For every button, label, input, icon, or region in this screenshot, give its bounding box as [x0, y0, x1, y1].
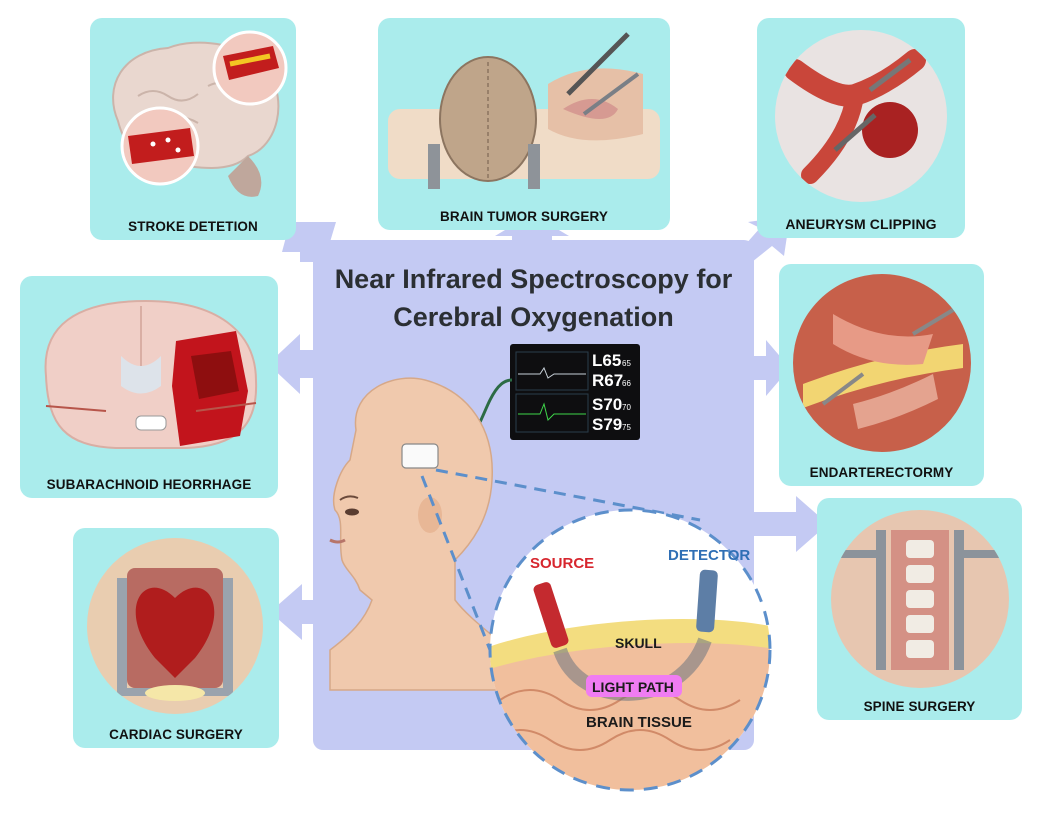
tissue-inset: SOURCE DETECTOR SKULL LIGHT PATH BRAIN T…	[488, 508, 772, 792]
tumor-surgery-illustration	[388, 32, 660, 189]
monitor-l-value: L65	[592, 351, 621, 370]
card-aneurysm-label: ANEURYSM CLIPPING	[785, 216, 937, 232]
card-stroke-label: STROKE DETETION	[128, 219, 258, 234]
diagram-title: Near Infrared Spectroscopy for Cerebral …	[313, 260, 754, 336]
detector-label: DETECTOR	[668, 547, 750, 564]
brain-tissue-label: BRAIN TISSUE	[586, 714, 692, 731]
monitor-l-sub: 65	[622, 359, 631, 368]
card-cardiac-label: CARDIAC SURGERY	[109, 727, 243, 742]
arrow-to-spine	[754, 496, 828, 552]
monitor-s2-value: S79	[592, 415, 622, 434]
card-cardiac-surgery: CARDIAC SURGERY	[73, 528, 279, 748]
detector-probe	[696, 569, 718, 633]
light-path-label: LIGHT PATH	[592, 679, 674, 695]
subarachnoid-brain-illustration	[44, 299, 258, 449]
arrow-to-endarterectomy	[754, 340, 790, 396]
source-label: SOURCE	[530, 555, 594, 572]
card-brain-tumor-surgery: BRAIN TUMOR SURGERY	[378, 18, 670, 230]
title-line-1: Near Infrared Spectroscopy for	[334, 264, 733, 294]
card-tumor-label: BRAIN TUMOR SURGERY	[440, 209, 608, 224]
card-aneurysm-clipping: ANEURYSM CLIPPING	[757, 18, 965, 238]
stroke-brain-illustration	[112, 30, 288, 197]
card-spine-label: SPINE SURGERY	[863, 699, 976, 714]
nirs-monitor: L65 65 R67 66 S70 70 S79 75	[510, 344, 640, 440]
skull-label: SKULL	[615, 635, 662, 651]
arrow-to-cardiac	[270, 584, 313, 640]
card-endarterectomy-label: ENDARTERECTORMY	[809, 465, 954, 480]
waveform-bottom	[518, 402, 586, 421]
aneurysm-illustration	[775, 30, 947, 202]
endarterectomy-illustration	[793, 274, 971, 452]
light-path-badge	[586, 675, 682, 697]
title-line-2: Cerebral Oxygenation	[393, 302, 674, 332]
card-subarachnoid-hemorrhage: SUBARACHNOID HEORRHAGE	[20, 276, 278, 498]
monitor-s1-sub: 70	[622, 403, 631, 412]
cardiac-illustration	[87, 538, 263, 714]
card-subarachnoid-label: SUBARACHNOID HEORRHAGE	[46, 477, 252, 492]
card-spine-surgery: SPINE SURGERY	[817, 498, 1022, 720]
spine-illustration	[831, 510, 1009, 688]
waveform-top	[518, 366, 586, 379]
monitor-s1-value: S70	[592, 395, 622, 414]
nirs-sensor	[401, 443, 439, 469]
brain-tissue-region	[490, 639, 770, 790]
monitor-s2-sub: 75	[622, 423, 631, 432]
monitor-r-sub: 66	[622, 379, 631, 388]
arrow-to-subarachnoid	[268, 334, 313, 394]
monitor-r-value: R67	[592, 371, 623, 390]
card-stroke-detection: STROKE DETETION	[90, 18, 296, 240]
source-probe	[533, 582, 569, 648]
card-endarterectomy: ENDARTERECTORMY	[779, 264, 984, 486]
